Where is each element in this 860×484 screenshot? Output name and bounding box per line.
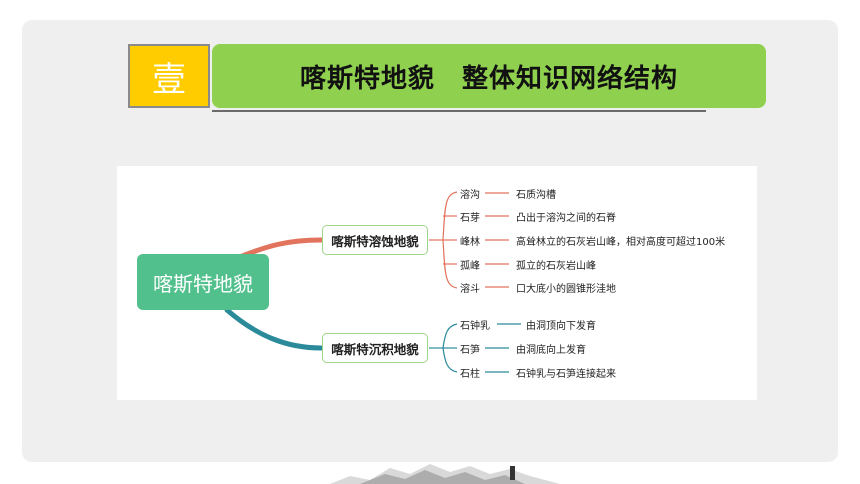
leaf-desc: 由洞底向上发育 [516, 345, 586, 356]
mind-map: 喀斯特地貌 喀斯特溶蚀地貌 喀斯特沉积地貌 溶沟 石质沟槽 石芽 凸出于溶沟之间… [117, 166, 757, 400]
leaf-term: 石笋 [460, 345, 480, 356]
branch-node-deposition: 喀斯特沉积地貌 [322, 333, 428, 363]
leaf-term: 溶沟 [460, 190, 480, 201]
leaf-term: 石芽 [460, 213, 480, 224]
leaf-desc: 口大底小的圆锥形洼地 [516, 284, 616, 295]
root-node: 喀斯特地貌 [137, 254, 269, 310]
leaf-desc: 石钟乳与石笋连接起来 [516, 369, 616, 380]
ink-mountain-decoration [330, 464, 560, 484]
leaf-term: 石钟乳 [460, 321, 490, 332]
leaf-desc: 石质沟槽 [516, 190, 556, 201]
section-number-badge: 壹 [128, 44, 210, 108]
leaf-term: 孤峰 [460, 261, 480, 272]
leaf-term: 石柱 [460, 369, 480, 380]
root-to-deposition-connector [224, 307, 324, 351]
deposition-bracket [429, 323, 521, 373]
leaf-desc: 孤立的石灰岩山峰 [516, 261, 596, 272]
leaf-desc: 凸出于溶沟之间的石脊 [516, 213, 616, 224]
leaf-desc: 由洞顶向下发育 [526, 321, 596, 332]
title-underline [212, 110, 706, 112]
dissolution-bracket [429, 191, 509, 289]
leaf-term: 峰林 [460, 237, 480, 248]
branch-node-dissolution: 喀斯特溶蚀地貌 [322, 225, 428, 255]
leaf-desc: 高耸林立的石灰岩山峰，相对高度可超过100米 [516, 237, 726, 248]
leaf-term: 溶斗 [460, 284, 480, 295]
page-title: 喀斯特地貌 整体知识网络结构 [212, 44, 766, 108]
